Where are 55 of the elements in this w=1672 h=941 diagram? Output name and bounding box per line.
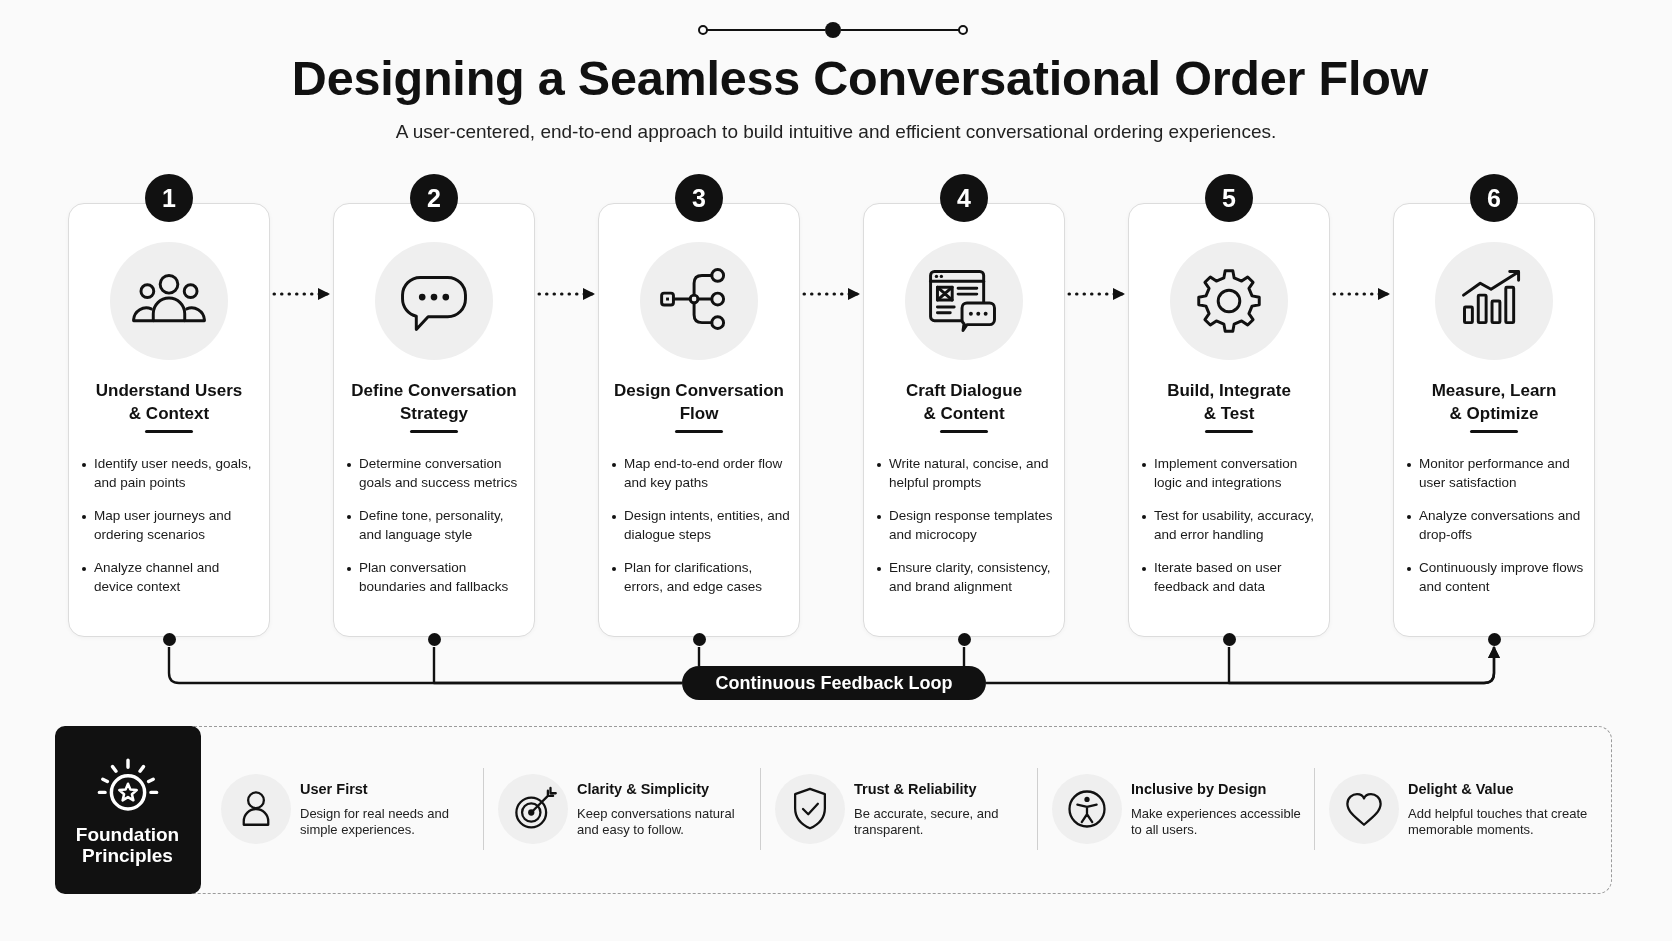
step-number-badge: 3 [675,174,723,222]
dotted-arrow [1067,288,1126,300]
bullet-point: Design intents, entities, and dialogue steps [611,507,791,544]
step-number-badge: 4 [940,174,988,222]
bullet-point: Plan conversation boundaries and fallbacks [346,559,526,596]
bullet-point: Ensure clarity, consistency, and brand alignment [876,559,1056,596]
step-number-badge: 2 [410,174,458,222]
bullet-point: Plan for clarifications, errors, and edge cases [611,559,791,596]
principle-title: Clarity & Simplicity [577,779,710,798]
step-heading: Build, Integrate & Test [1166,380,1292,425]
bullet-point: Map end-to-end order flow and key paths [611,455,791,492]
step-number-badge: 1 [145,174,193,222]
foundation-card [54,725,201,894]
principle-text: Design for real needs and simple experiences. [300,806,450,838]
foundation-heading: Foundation Principles [74,823,181,866]
bullet-point: Monitor performance and user satisfaction [1406,455,1586,492]
dotted-arrow [272,288,331,300]
dotted-arrow [802,288,861,300]
dotted-arrow [537,288,596,300]
principle-title: Inclusive by Design [1131,779,1267,798]
bullet-point: Map user journeys and ordering scenarios [81,507,261,544]
principle-text: Be accurate, secure, and transparent. [854,806,1000,838]
connector-line [432,647,682,685]
bullet-point: Identify user needs, goals, and pain points [81,455,261,492]
principle-text: Add helpful touches that create memorable moments. [1408,806,1589,838]
bullet-point: Define tone, personality, and language style [346,507,526,544]
step-number-badge: 6 [1470,174,1518,222]
bullet-point: Implement conversation logic and integrations [1141,455,1321,492]
bullet-point: Continuously improve flows and content [1406,559,1586,596]
diagram-title: Designing a Seamless Conversational Order Flow [291,50,1429,107]
connector-line [962,647,966,666]
connector-line [697,647,701,666]
bullet-point: Determine conversation goals and success metrics [346,455,526,492]
principle-title: User First [300,779,368,798]
step-number-badge: 5 [1205,174,1253,222]
principle-text: Make experiences accessible to all users. [1131,806,1302,838]
step-heading: Understand Users & Context [94,380,244,425]
arrow [1227,646,1500,685]
step-heading: Craft Dialogue & Content [904,380,1024,425]
principles-panel [55,726,1612,894]
dotted-arrow [1332,288,1391,300]
step-heading: Define Conversation Strategy [350,380,518,425]
principle-text: Keep conversations natural and easy to follow. [577,806,736,838]
step-heading: Design Conversation Flow [612,380,785,425]
bullet-point: Test for usability, accuracy, and error handling [1141,507,1321,544]
step-heading: Measure, Learn & Optimize [1430,380,1558,425]
subtitle: A user-centered, end-to-end approach to build intuitive and efficient conversational ordering experiences. [395,120,1277,144]
bullet-point: Write natural, concise, and helpful prompts [876,455,1056,492]
bullet-point: Iterate based on user feedback and data [1141,559,1321,596]
bullet-point: Design response templates and microcopy [876,507,1056,544]
bullet-point: Analyze conversations and drop-offs [1406,507,1586,544]
bullet-point: Analyze channel and device context [81,559,261,596]
principle-title: Trust & Reliability [854,779,977,798]
feedback-loop-tag: Continuous Feedback Loop [682,666,986,700]
principle-title: Delight & Value [1408,779,1514,798]
